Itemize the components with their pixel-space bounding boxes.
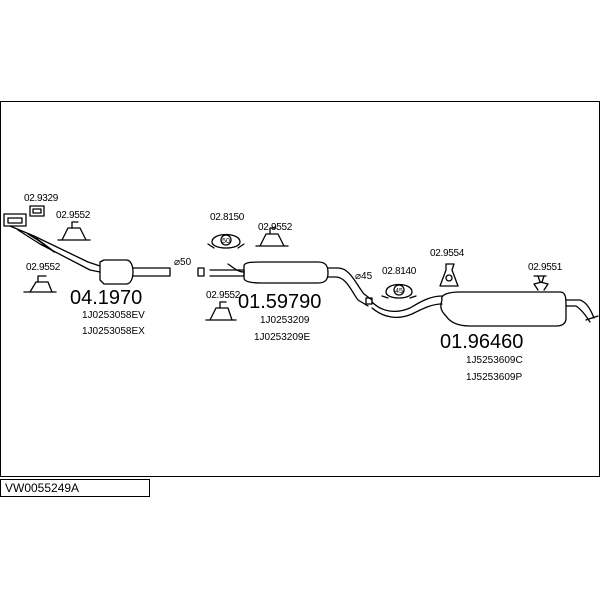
oem-number: 1J0253058EX — [82, 326, 145, 337]
label-hanger-b: 02.9551 — [528, 262, 563, 273]
label-mount-c: 02.9552 — [258, 222, 293, 233]
label-mount-a: 02.9552 — [56, 210, 91, 221]
rubber-mount-icon — [57, 221, 91, 241]
hanger-icon — [533, 275, 549, 291]
part-number-front: 04.1970 — [70, 287, 143, 309]
rubber-mount-icon — [205, 301, 237, 321]
gasket-icon — [29, 205, 45, 217]
clamp-ring-icon — [381, 283, 417, 299]
clamp-ring-icon — [207, 233, 245, 249]
pipe-diameter-50: ⌀50 — [174, 257, 192, 268]
label-mount-d: 02.9552 — [206, 290, 241, 301]
oem-number: 1J0253058EV — [82, 310, 145, 321]
pipe-clamp-45-icon — [365, 297, 373, 305]
clamp-mark-50: 50 — [222, 238, 230, 245]
hanger-icon — [439, 263, 459, 287]
rubber-mount-icon — [23, 275, 57, 293]
clamp-mark-45: 45 — [395, 288, 403, 295]
label-gasket-a: 02.9329 — [24, 193, 59, 204]
front-pipe-04-1970 — [9, 225, 171, 285]
middle-muffler-01-59790 — [209, 261, 373, 307]
rear-muffler-01-96460 — [371, 291, 599, 327]
flange-gasket-icon — [3, 213, 27, 227]
label-mount-b: 02.9552 — [26, 262, 61, 273]
oem-number: 1J0253209 — [260, 315, 310, 326]
label-clamp-b: 02.8140 — [382, 266, 417, 277]
part-number-rear: 01.96460 — [440, 331, 524, 353]
part-number-middle: 01.59790 — [238, 291, 322, 313]
oem-number: 1J5253609C — [466, 355, 523, 366]
pipe-diameter-45: ⌀45 — [355, 271, 373, 282]
label-hanger-a: 02.9554 — [430, 248, 465, 259]
pipe-clamp-icon — [197, 267, 205, 277]
label-clamp-a: 02.8150 — [210, 212, 245, 223]
rubber-mount-icon — [255, 227, 289, 247]
diagram-code: VW0055249A — [0, 479, 150, 497]
oem-number: 1J0253209E — [254, 332, 311, 343]
oem-number: 1J5253609P — [466, 372, 523, 383]
